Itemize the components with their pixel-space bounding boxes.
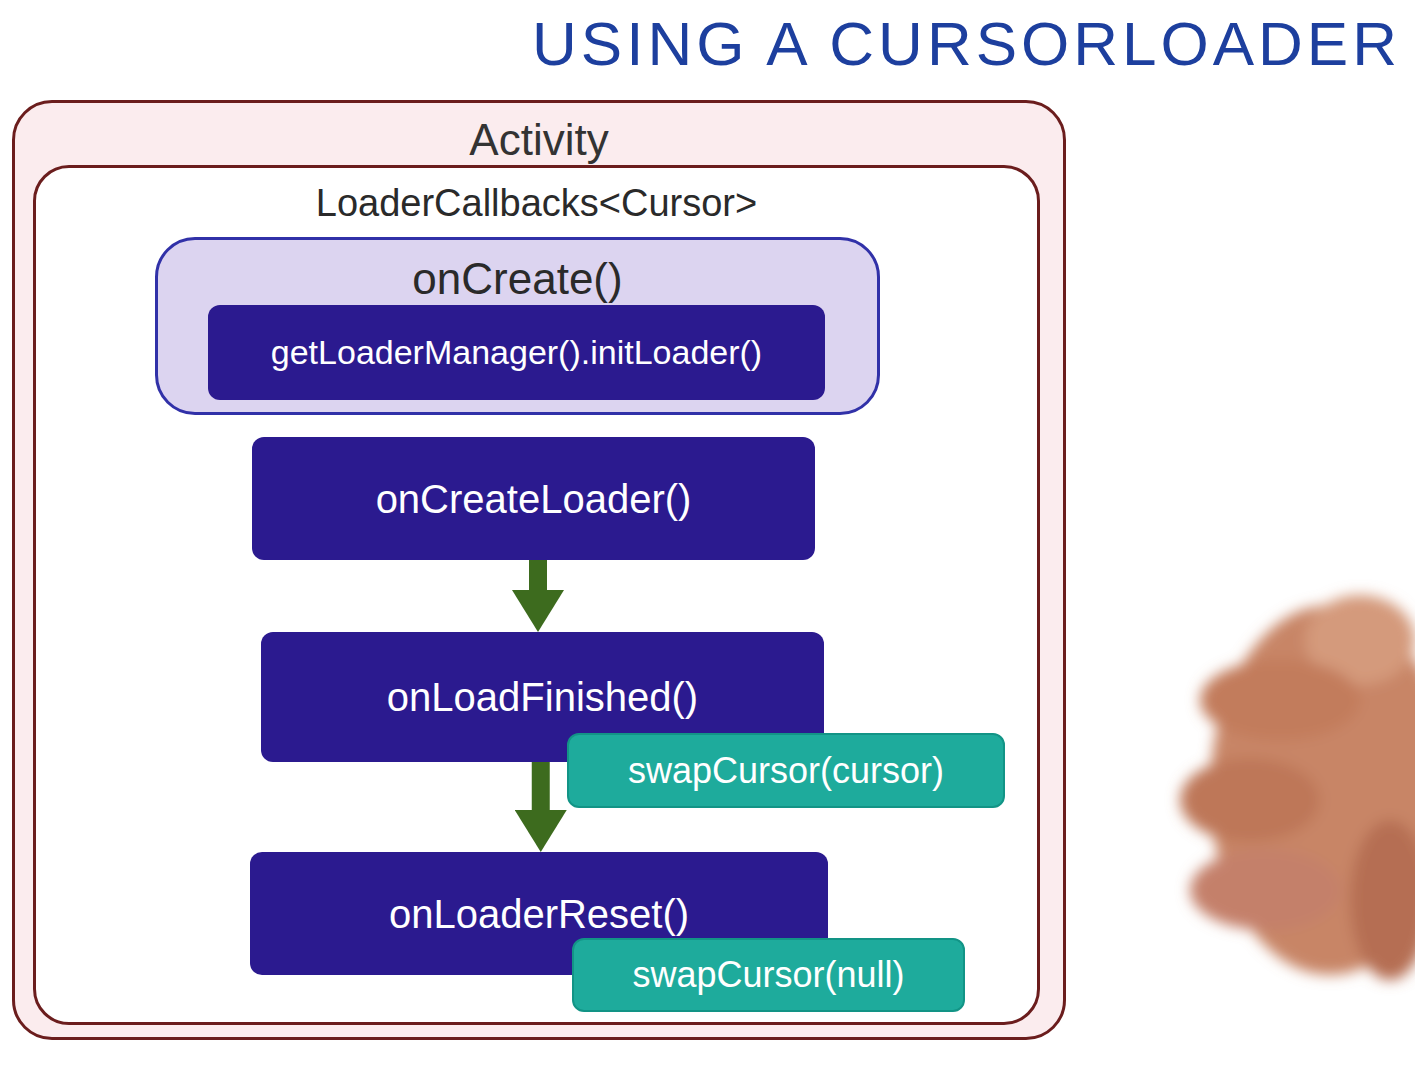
activity-frame: ActivityLoaderCallbacks<Cursor> onCreate(… [12, 100, 1066, 1040]
box-heading: LoaderCallbacks<Cursor> [316, 182, 757, 226]
box-label: getLoaderManager().initLoader() [271, 333, 762, 372]
method-call-tag: swapCursor(null) [572, 938, 965, 1012]
lifecycle-method-box: onCreate() getLoaderManager().initLoader(… [155, 237, 880, 415]
flow-arrow [532, 762, 550, 812]
box-label: onCreateLoader() [376, 476, 692, 522]
box-label: onLoaderReset() [389, 891, 689, 937]
callback-box: onCreateLoader() [252, 437, 815, 560]
box-heading: onCreate() [412, 254, 622, 305]
box-heading: Activity [469, 115, 608, 166]
box-label: onLoadFinished() [387, 674, 698, 720]
box-label: swapCursor(cursor) [628, 750, 944, 791]
callbacks-frame: LoaderCallbacks<Cursor> onCreate() getLoad… [33, 165, 1040, 1025]
method-call-box: getLoaderManager().initLoader() [208, 305, 825, 400]
box-label: swapCursor(null) [632, 954, 904, 995]
method-call-tag: swapCursor(cursor) [567, 733, 1005, 808]
title: USING A CURSORLOADER [532, 8, 1401, 79]
flow-arrow [529, 560, 547, 592]
